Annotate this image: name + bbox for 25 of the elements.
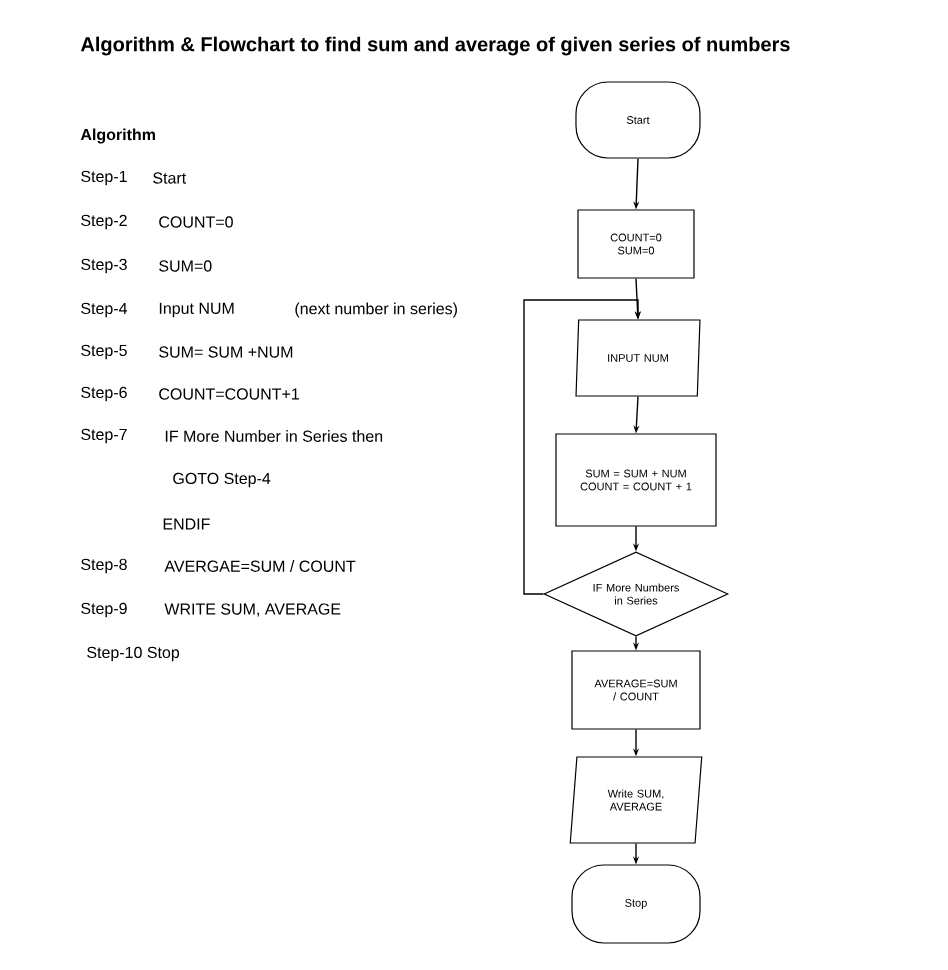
step-number: Step-5 [81,344,127,360]
step-text: ENDIF [163,518,210,530]
step-text: Start [153,172,187,184]
step-number: Step-2 [81,214,127,230]
step-number: Step-9 [81,602,127,618]
step-number: Step-8 [81,558,127,574]
step-text: SUM= SUM +NUM [159,346,293,358]
step-number: Step-1 [81,170,127,186]
step-text: Input NUM [159,302,234,318]
arrow [523,299,642,595]
step-number: Step-6 [81,386,127,402]
step-text: IF More Number in Series then [165,430,383,442]
step-number: Step-7 [81,428,127,444]
step-text: Step-10 Stop [87,646,180,662]
step-number: Step-4 [81,302,128,318]
step-text: WRITE SUM, AVERAGE [164,603,341,617]
step-text: SUM=0 [159,260,212,272]
step-text: (next number in series) [295,302,457,318]
step-text: GOTO Step-4 [173,472,271,488]
step-number: Step-3 [81,258,127,274]
title: Algorithm & Flowchart to find sum and average of given series of numbers [80,36,790,56]
step-text: AVERGAE=SUM / COUNT [164,560,356,572]
step-text: COUNT=0 [159,216,233,228]
step-text: COUNT=COUNT+1 [159,388,299,400]
section-heading: Algorithm [80,128,155,144]
